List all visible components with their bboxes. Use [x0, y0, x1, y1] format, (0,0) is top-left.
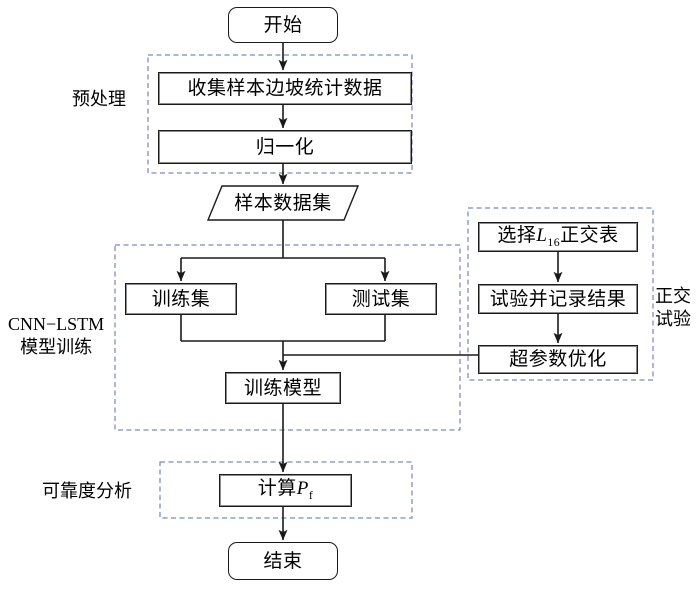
node-label-end: 结束	[263, 550, 303, 572]
node-experiment[interactable]: 试验并记录结果	[478, 284, 638, 314]
node-trainmodel[interactable]: 训练模型	[225, 372, 341, 404]
group-label-reliability: 可靠度分析	[42, 481, 132, 501]
node-label-calc_pf: 计算Pf	[257, 478, 314, 502]
node-trainset[interactable]: 训练集	[125, 283, 237, 315]
node-shape-dataset	[206, 185, 360, 221]
node-label-dataset: 样本数据集	[234, 192, 332, 214]
node-label-trainmodel: 训练模型	[243, 377, 322, 399]
group-frame-cnn_lstm	[114, 244, 461, 431]
node-label-experiment: 试验并记录结果	[489, 288, 627, 310]
group-frames	[114, 54, 654, 519]
node-hyperopt[interactable]: 超参数优化	[478, 345, 638, 374]
group-label-orthogonal: 正交 试验	[655, 286, 691, 329]
node-label-orth_table: 选择L16正交表	[497, 224, 619, 249]
group-frame-reliability	[159, 461, 413, 519]
node-end[interactable]: 结束	[228, 542, 338, 580]
node-normalize[interactable]: 归一化	[158, 130, 412, 164]
group-frame-preprocess	[147, 54, 413, 174]
group-label-preprocess: 预处理	[72, 89, 126, 109]
group-label-cnn_lstm: CNN−LSTM 模型训练	[8, 314, 105, 357]
node-orth_table[interactable]: 选择L16正交表	[478, 222, 638, 252]
node-label-testset: 测试集	[351, 288, 411, 310]
node-label-normalize: 归一化	[255, 136, 315, 158]
node-testset[interactable]: 测试集	[325, 283, 437, 315]
node-dataset[interactable]: 样本数据集	[208, 186, 358, 220]
node-label-collect: 收集样本边坡统计数据	[187, 78, 383, 99]
node-label-hyperopt: 超参数优化	[509, 349, 607, 370]
edges	[176, 43, 563, 541]
node-label-start: 开始	[263, 14, 303, 36]
node-collect[interactable]: 收集样本边坡统计数据	[158, 72, 412, 105]
node-start[interactable]: 开始	[228, 7, 338, 43]
node-calc_pf[interactable]: 计算Pf	[219, 474, 352, 507]
node-label-trainset: 训练集	[151, 288, 211, 310]
